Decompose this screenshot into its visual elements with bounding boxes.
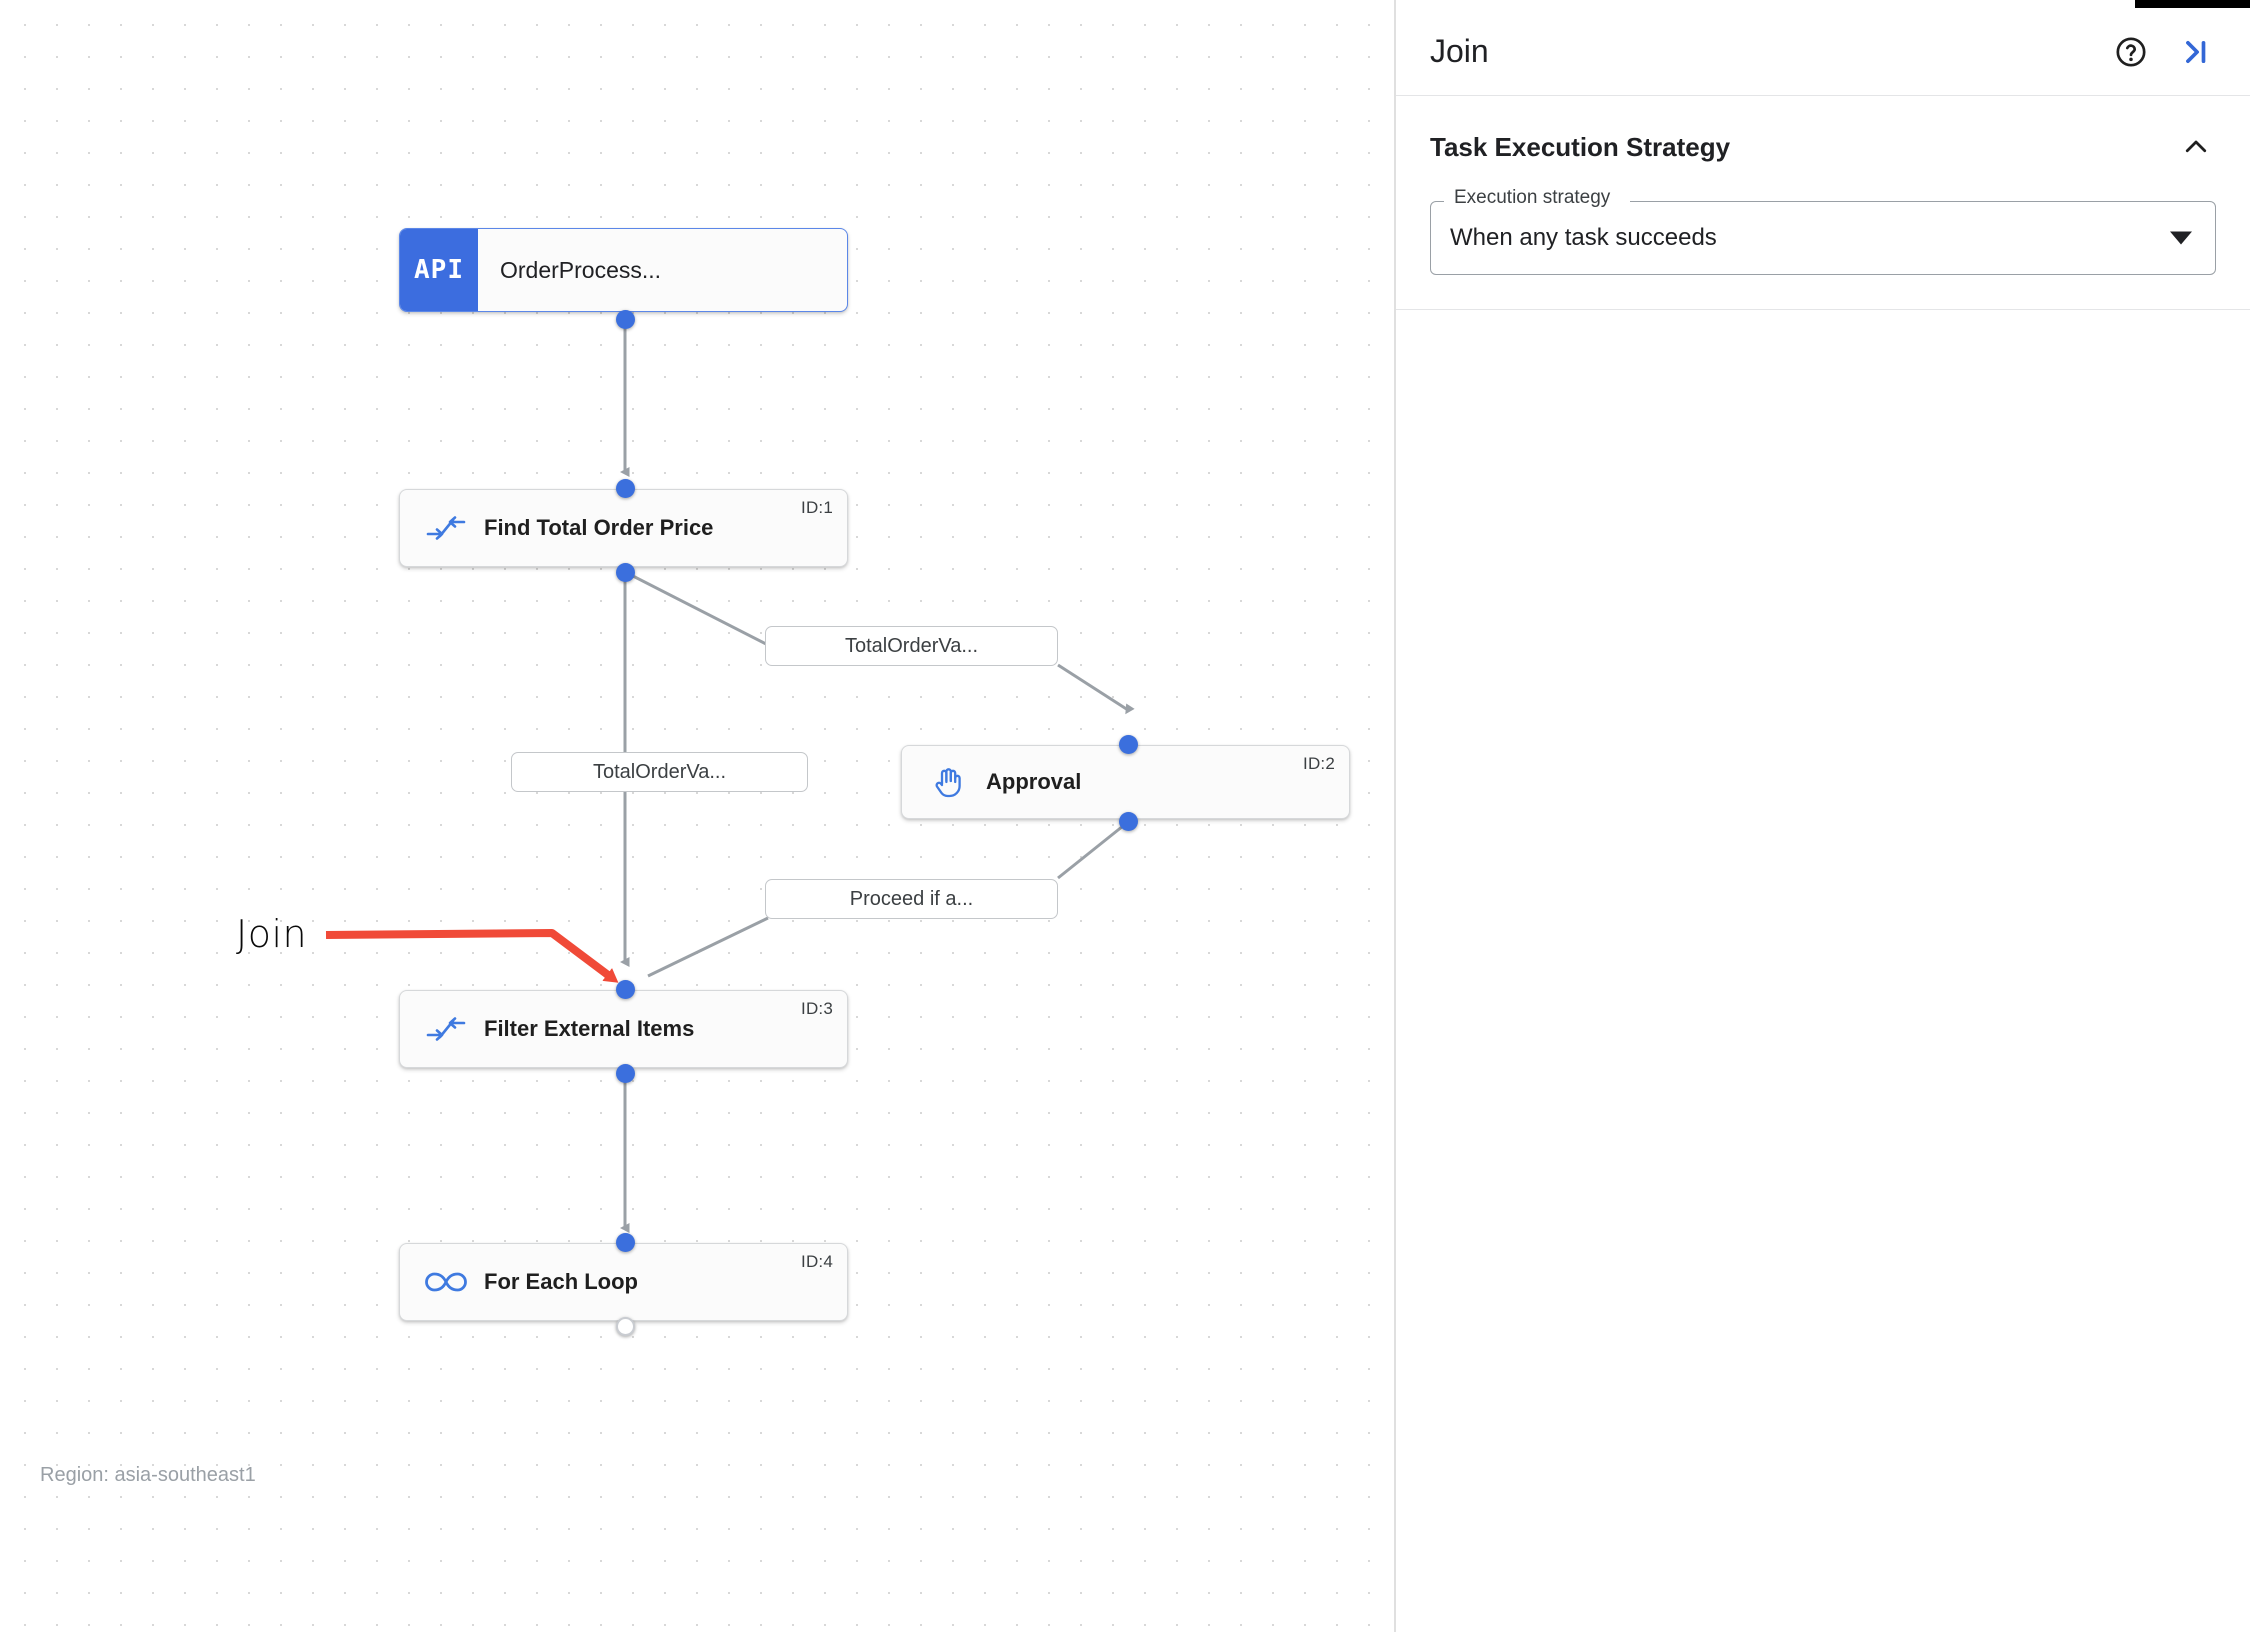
edge-label-proceed-if-approved[interactable]: Proceed if a... xyxy=(765,879,1058,919)
select-outline xyxy=(1430,201,2216,275)
edge-label-totalordervalue-left[interactable]: TotalOrderVa... xyxy=(511,752,808,792)
annotation-label-join: Join xyxy=(236,912,308,956)
api-badge-icon: API xyxy=(400,229,478,311)
node-title: Approval xyxy=(986,769,1082,794)
edge-label-totalordervalue-right[interactable]: TotalOrderVa... xyxy=(765,626,1058,666)
chevron-down-icon[interactable] xyxy=(2170,231,2192,245)
node-id-label: ID:1 xyxy=(801,498,833,517)
node-id-label: ID:3 xyxy=(801,999,833,1018)
connector-out-trigger[interactable] xyxy=(616,310,635,329)
region-label: Region: asia-southeast1 xyxy=(40,1464,256,1486)
section-task-execution-strategy: Task Execution Strategy Execution strate… xyxy=(1396,97,2250,310)
node-title: For Each Loop xyxy=(484,1269,638,1294)
window-edge-strip xyxy=(2135,0,2250,8)
task-config-panel: Join Task Execution Strategy xyxy=(1396,0,2250,1632)
panel-title: Join xyxy=(1430,33,1489,69)
node-title: Find Total Order Price xyxy=(484,515,714,540)
collapse-panel-icon[interactable] xyxy=(2172,29,2218,75)
connector-in-task3[interactable] xyxy=(616,980,635,999)
section-title: Task Execution Strategy xyxy=(1430,131,1731,162)
node-find-total-order-price[interactable]: Find Total Order Price ID:1 xyxy=(399,489,848,567)
connector-in-approval[interactable] xyxy=(1119,735,1138,754)
connector-in-task4[interactable] xyxy=(616,1233,635,1252)
workflow-canvas[interactable]: Join API OrderProcess... Find T xyxy=(0,0,1396,1632)
node-id-label: ID:2 xyxy=(1303,754,1335,773)
data-mapping-icon xyxy=(418,1016,474,1042)
section-header[interactable]: Task Execution Strategy xyxy=(1430,127,2216,167)
node-for-each-loop[interactable]: For Each Loop ID:4 xyxy=(399,1243,848,1321)
select-value: When any task succeeds xyxy=(1450,224,1717,251)
panel-body: Task Execution Strategy Execution strate… xyxy=(1396,97,2250,1632)
chevron-up-icon[interactable] xyxy=(2176,127,2216,167)
node-id-label: ID:4 xyxy=(801,1252,833,1271)
select-label: Execution strategy xyxy=(1454,187,1611,208)
canvas-panel-divider xyxy=(1394,0,1396,1632)
data-mapping-icon xyxy=(418,515,474,541)
node-title: Filter External Items xyxy=(484,1016,695,1041)
node-trigger-orderprocess[interactable]: API OrderProcess... xyxy=(399,228,848,312)
execution-strategy-select[interactable]: Execution strategy When any task succeed… xyxy=(1430,188,2216,275)
panel-header: Join xyxy=(1396,8,2250,96)
connector-out-task4[interactable] xyxy=(616,1317,635,1336)
node-approval[interactable]: Approval ID:2 xyxy=(901,745,1350,819)
connector-out-approval[interactable] xyxy=(1119,812,1138,831)
connector-in-task1[interactable] xyxy=(616,479,635,498)
hand-approval-icon xyxy=(920,764,976,800)
connector-out-task1[interactable] xyxy=(616,563,635,582)
connector-out-task3[interactable] xyxy=(616,1064,635,1083)
help-circle-icon[interactable] xyxy=(2108,29,2154,75)
node-filter-external-items[interactable]: Filter External Items ID:3 xyxy=(399,990,848,1068)
infinity-loop-icon xyxy=(418,1270,474,1294)
select-label-notch xyxy=(1444,200,1630,202)
node-title: OrderProcess... xyxy=(500,256,662,283)
